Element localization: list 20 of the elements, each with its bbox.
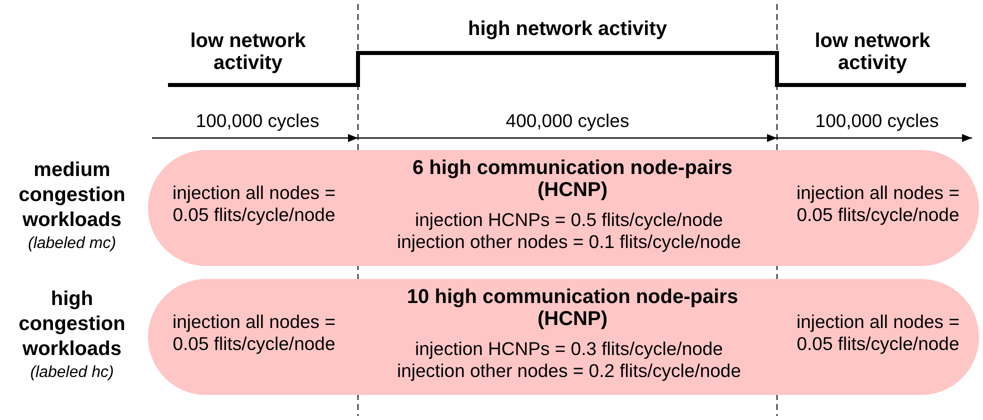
phase-label: low network activity bbox=[189, 30, 307, 74]
rate-text: injection other nodes = 0.2 flits/cycle/node bbox=[396, 360, 742, 382]
rate-text: injection HCNPs = 0.3 flits/cycle/node bbox=[414, 338, 724, 360]
phase-label: low network activity bbox=[814, 30, 932, 74]
rate-text: injection other nodes = 0.1 flits/cycle/node bbox=[396, 231, 742, 253]
duration-label: 100,000 cycles bbox=[814, 110, 940, 132]
rate-text: injection all nodes = 0.05 flits/cycle/node bbox=[795, 311, 960, 355]
rate-text: injection all nodes = 0.05 flits/cycle/node bbox=[795, 182, 960, 226]
heading-text: 6 high communication node-pairs (HCNP) bbox=[411, 157, 734, 201]
duration-label: 100,000 cycles bbox=[194, 110, 320, 132]
duration-label: 400,000 cycles bbox=[504, 110, 630, 132]
rate-text: injection HCNPs = 0.5 flits/cycle/node bbox=[414, 209, 724, 231]
phase-label: high network activity bbox=[467, 18, 668, 40]
rate-text: injection all nodes = 0.05 flits/cycle/node bbox=[171, 182, 336, 226]
rate-text: injection all nodes = 0.05 flits/cycle/node bbox=[171, 311, 336, 355]
heading-text: 10 high communication node-pairs (HCNP) bbox=[406, 286, 740, 330]
row-label: high congestion workloads bbox=[18, 287, 126, 362]
row-note: (labeled hc) bbox=[29, 363, 115, 383]
row-note: (labeled mc) bbox=[26, 234, 118, 254]
row-label: medium congestion workloads bbox=[18, 158, 126, 233]
